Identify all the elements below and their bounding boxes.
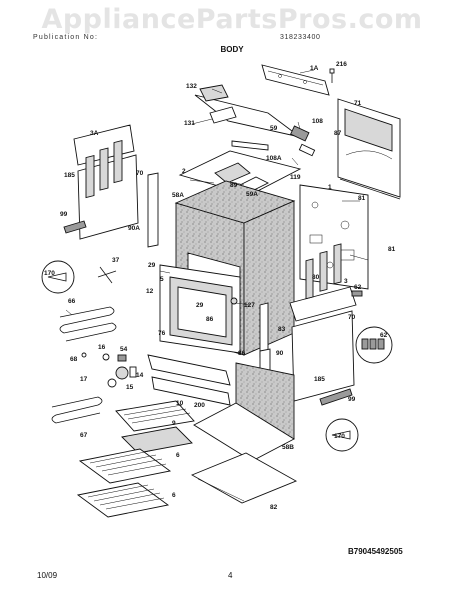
part-label: 127 <box>244 302 255 309</box>
part-label: 82 <box>270 504 278 511</box>
part-screw-68 <box>81 352 87 358</box>
part-label: 6 <box>176 452 180 459</box>
model-code: 318233400 <box>280 34 321 41</box>
part-label: 71 <box>354 100 362 107</box>
part-label: 119 <box>290 174 301 181</box>
exploded-view-diagram: 1A 216 132 71 131 108 59 87 3A 2 108A 11… <box>41 61 401 518</box>
part-label: 3 <box>344 278 348 285</box>
part-hinge-99 <box>63 220 87 234</box>
part-label: 90A <box>128 225 140 232</box>
part-bottom-tray-82 <box>190 452 298 504</box>
part-bracket-108 <box>290 125 316 157</box>
part-label: 16 <box>98 344 106 351</box>
part-side-panel-left <box>73 124 139 240</box>
part-label: 70 <box>136 170 144 177</box>
part-label: 90 <box>276 350 284 357</box>
part-oven-rack-lower <box>76 482 170 518</box>
part-label: 12 <box>146 288 154 295</box>
part-label: 216 <box>336 61 347 68</box>
part-label: 58B <box>282 444 294 451</box>
part-label: 62 <box>354 284 362 291</box>
part-label: 170 <box>334 433 345 440</box>
part-label: 3A <box>90 130 99 137</box>
part-hinge-99-right <box>319 388 353 406</box>
watermark: AppliancePartsPros.com <box>41 4 423 35</box>
section-title: BODY <box>220 45 244 54</box>
part-label: 99 <box>60 211 68 218</box>
part-label: 59 <box>270 125 278 132</box>
part-label: 86 <box>238 350 246 357</box>
detail-circle-170-left <box>41 260 75 294</box>
part-label: 1 <box>328 184 332 191</box>
part-label: 66 <box>68 298 76 305</box>
part-label: 70 <box>348 314 356 321</box>
part-label: 29 <box>196 302 204 309</box>
part-label: 81 <box>358 195 366 202</box>
part-top-brace <box>261 64 330 96</box>
part-front-frame <box>159 264 241 354</box>
detail-circle-62 <box>355 326 393 364</box>
part-front-trim-200 <box>147 354 231 406</box>
part-label: 59A <box>246 191 258 198</box>
part-label: 185 <box>64 172 75 179</box>
part-rear-panel <box>299 184 369 290</box>
part-label: 200 <box>194 402 205 409</box>
part-label: 10 <box>176 400 184 407</box>
page-number: 4 <box>228 571 233 580</box>
part-label: 29 <box>148 262 156 269</box>
part-label: 9 <box>172 420 176 427</box>
part-bake-element-66 <box>59 306 117 342</box>
part-label: 108 <box>312 118 323 125</box>
part-broil-pan <box>115 400 195 454</box>
part-label: 76 <box>158 330 166 337</box>
part-label: 62 <box>380 332 388 339</box>
part-labels: 1A 216 132 71 131 108 59 87 3A 2 108A 11… <box>44 61 396 511</box>
part-label: 17 <box>80 376 88 383</box>
part-label: 170 <box>44 270 55 277</box>
part-clip-62 <box>351 290 363 297</box>
part-broil-element-67 <box>51 396 103 424</box>
part-label: 89 <box>230 182 238 189</box>
part-oven-rack-upper <box>78 448 172 484</box>
publication-label: Publication No: <box>33 34 99 41</box>
part-label: 131 <box>184 120 195 127</box>
part-screw-216 <box>329 68 335 83</box>
part-label: 83 <box>278 326 286 333</box>
part-label: 108A <box>266 155 282 162</box>
part-label: 6 <box>172 492 176 499</box>
part-oven-bottom-58b <box>193 362 295 462</box>
part-label: 5 <box>160 276 164 283</box>
detail-circle-170-right <box>325 418 359 452</box>
diagram-code: B79045492505 <box>348 547 403 556</box>
part-label: 87 <box>334 130 342 137</box>
part-top-cover <box>194 84 301 138</box>
part-label: 80 <box>312 274 320 281</box>
part-label: 54 <box>120 346 128 353</box>
leader-lines <box>65 69 369 316</box>
part-label: 99 <box>348 396 356 403</box>
part-label: 1A <box>310 65 319 72</box>
part-label: 81 <box>388 246 396 253</box>
part-label: 14 <box>136 372 144 379</box>
part-label: 58A <box>172 192 184 199</box>
part-screw-37 <box>97 266 117 284</box>
part-label: 37 <box>112 257 120 264</box>
part-label: 86 <box>206 316 214 323</box>
part-light-assembly <box>102 353 137 388</box>
part-label: 68 <box>70 356 78 363</box>
footer-date: 10/09 <box>37 571 58 580</box>
part-label: 67 <box>80 432 88 439</box>
part-label: 185 <box>314 376 325 383</box>
part-clip-127 <box>230 297 238 305</box>
part-bracket-59 <box>231 140 269 151</box>
part-label: 132 <box>186 83 197 90</box>
part-label: 2 <box>182 168 186 175</box>
part-label: 15 <box>126 384 134 391</box>
part-side-panel-right <box>337 98 401 200</box>
part-strip-90a <box>147 172 159 248</box>
